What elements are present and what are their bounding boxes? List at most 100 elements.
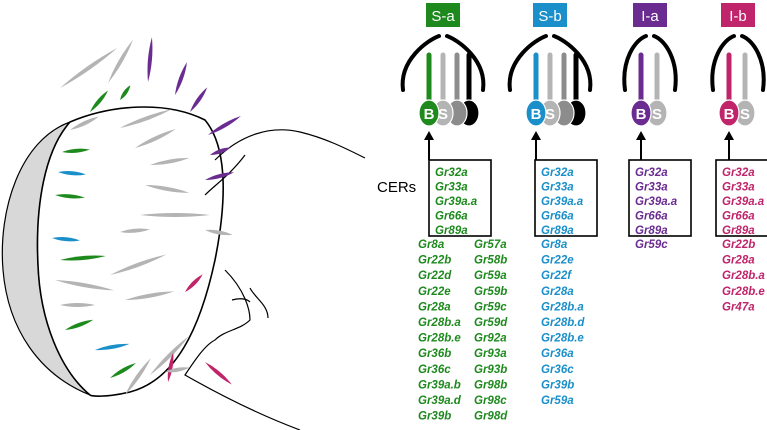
receptor-gene: Gr39b bbox=[541, 379, 574, 391]
proboscis-inner-line bbox=[204, 154, 246, 196]
sensillum-wall bbox=[652, 34, 678, 92]
sensillum-wall bbox=[552, 34, 593, 92]
proboscis-lower-line bbox=[184, 269, 301, 430]
arrow-head bbox=[531, 131, 541, 140]
core-receptor: Gr32a bbox=[541, 167, 574, 179]
neuron-cell-body bbox=[525, 99, 547, 127]
core-receptor: Gr32a bbox=[635, 167, 668, 179]
receptor-gene: Gr22b bbox=[418, 255, 451, 267]
bristle bbox=[167, 352, 174, 382]
arrow-head bbox=[636, 131, 646, 140]
bristle bbox=[145, 184, 190, 193]
receptor-gene: Gr59d bbox=[474, 317, 508, 329]
bristle bbox=[65, 319, 94, 330]
core-receptor: Gr39a.a bbox=[541, 196, 584, 208]
core-receptor: Gr32a bbox=[722, 167, 755, 179]
core-receptor: Gr89a bbox=[435, 225, 468, 237]
receptor-gene: Gr47a bbox=[722, 301, 755, 313]
core-receptor: Gr66a bbox=[435, 211, 468, 223]
bristle bbox=[55, 194, 85, 199]
receptor-gene: Gr36c bbox=[418, 364, 451, 376]
bristle bbox=[70, 116, 100, 130]
receptor-gene: Gr22f bbox=[541, 270, 572, 282]
receptor-gene: Gr28a bbox=[722, 255, 755, 267]
bristle bbox=[147, 37, 153, 82]
receptor-gene: Gr93a bbox=[474, 348, 507, 360]
type-header-box bbox=[426, 3, 460, 27]
bristle bbox=[60, 255, 106, 261]
type-header-box bbox=[533, 3, 567, 27]
cers-label: CERs bbox=[377, 179, 416, 196]
receptor-gene: Gr8a bbox=[418, 239, 445, 251]
receptor-gene: Gr92a bbox=[474, 333, 507, 345]
receptor-gene: Gr39a.b bbox=[418, 379, 461, 391]
bristle bbox=[108, 39, 133, 83]
receptor-gene: Gr28a bbox=[418, 301, 451, 313]
bitter-neuron-label: B bbox=[531, 106, 542, 123]
core-receptor: Gr33a bbox=[541, 182, 574, 194]
bristle bbox=[52, 237, 80, 242]
type-header-box bbox=[721, 3, 755, 27]
cers-box bbox=[534, 159, 598, 237]
type-header-label: S-b bbox=[538, 8, 561, 25]
type-header-label: I-b bbox=[729, 8, 747, 25]
sensillum-wall bbox=[622, 34, 648, 92]
bristle bbox=[125, 358, 151, 395]
bristle bbox=[120, 228, 150, 233]
core-receptor: Gr66a bbox=[722, 211, 755, 223]
receptor-gene: Gr59a bbox=[474, 270, 507, 282]
labellum-illustration bbox=[1, 37, 366, 430]
bristle bbox=[120, 109, 172, 128]
bristle bbox=[185, 274, 203, 292]
bristle bbox=[210, 147, 231, 155]
receptor-gene: Gr28b.e bbox=[541, 333, 584, 345]
bitter-neuron-label: B bbox=[724, 106, 735, 123]
proboscis-small-line bbox=[231, 298, 251, 303]
sweet-neuron-label: S bbox=[652, 106, 662, 123]
bristle bbox=[95, 343, 130, 351]
cers-box bbox=[428, 159, 492, 237]
receptor-gene: Gr57a bbox=[474, 239, 507, 251]
bristle bbox=[58, 171, 86, 176]
core-receptor: Gr89a bbox=[722, 225, 755, 237]
receptor-gene: Gr98c bbox=[474, 395, 507, 407]
receptor-gene: Gr28b.e bbox=[418, 333, 461, 345]
receptor-gene: Gr22e bbox=[418, 286, 451, 298]
bristle bbox=[150, 158, 190, 166]
bristle bbox=[165, 367, 190, 373]
sweet-neuron-label: S bbox=[438, 106, 448, 123]
receptor-gene: Gr28a bbox=[541, 286, 574, 298]
bristle bbox=[62, 148, 90, 153]
receptor-gene: Gr28b.a bbox=[418, 317, 461, 329]
bristle bbox=[60, 303, 95, 307]
receptor-gene: Gr98d bbox=[474, 411, 508, 423]
receptor-gene: Gr28b.a bbox=[541, 301, 584, 313]
core-receptor: Gr89a bbox=[541, 225, 574, 237]
bitter-neuron-label: B bbox=[636, 106, 647, 123]
sweet-neuron-label: S bbox=[545, 106, 555, 123]
cers-box bbox=[628, 159, 692, 237]
neuron-cell-body bbox=[718, 99, 740, 127]
type-header-label: S-a bbox=[431, 8, 455, 25]
bristle bbox=[140, 213, 210, 217]
labellum-outline bbox=[36, 106, 224, 397]
type-header-label: I-a bbox=[641, 8, 659, 25]
bristle bbox=[175, 62, 187, 95]
receptor-gene: Gr98b bbox=[474, 379, 507, 391]
receptor-gene: Gr36b bbox=[418, 348, 451, 360]
receptor-gene: Gr59c bbox=[474, 301, 507, 313]
receptor-gene: Gr28b.d bbox=[541, 317, 585, 329]
core-receptor: Gr89a bbox=[635, 225, 668, 237]
bristle bbox=[208, 116, 241, 135]
sensillum-wall bbox=[445, 34, 486, 92]
core-receptor: Gr39a.a bbox=[435, 196, 478, 208]
core-receptor: Gr66a bbox=[635, 211, 668, 223]
receptor-gene: Gr22e bbox=[541, 255, 574, 267]
sensillum-wall bbox=[400, 34, 441, 92]
receptor-gene: Gr8a bbox=[541, 239, 568, 251]
